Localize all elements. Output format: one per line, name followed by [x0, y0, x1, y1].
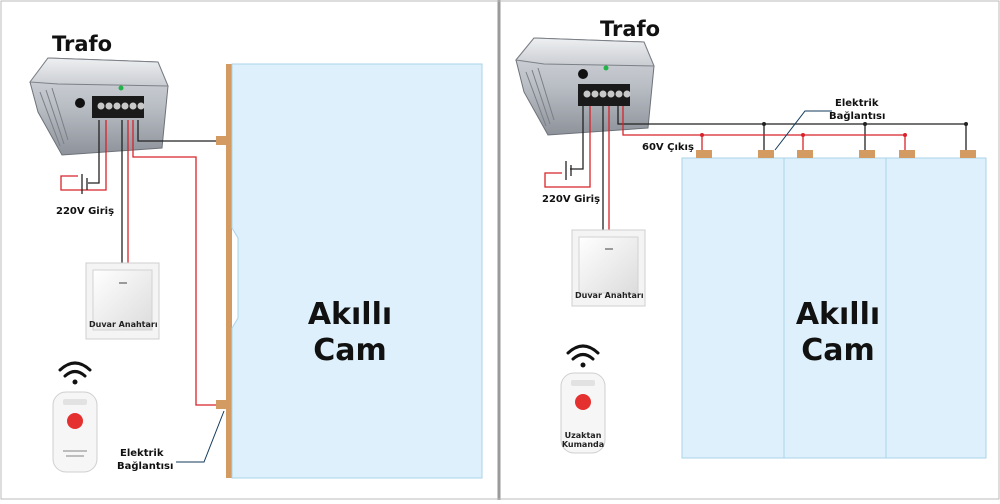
- right-smart-glass: [681, 157, 987, 459]
- left-busbar: [216, 64, 232, 478]
- wall-switch-icon: [85, 262, 160, 340]
- remote-control-icon: [52, 391, 98, 473]
- right-title: Trafo: [600, 17, 660, 41]
- left-glass-label-2: Cam: [313, 333, 387, 368]
- left-input-label: 220V Giriş: [56, 206, 114, 217]
- left-panel: Trafo 220V Giriş: [29, 32, 483, 479]
- right-remote-label-2: Kumanda: [562, 440, 604, 449]
- right-glass-label-1: Akıllı: [796, 297, 880, 332]
- right-connection-label-2: Bağlantısı: [829, 110, 885, 122]
- left-glass-label-1: Akıllı: [308, 297, 392, 332]
- transformer-icon: [515, 37, 655, 136]
- input-wires: [60, 120, 107, 194]
- left-connection-pointer: [176, 410, 225, 463]
- left-switch-label: Duvar Anahtarı: [89, 320, 158, 329]
- left-connection-label-1: Elektrik: [120, 448, 164, 459]
- left-connection-label-2: Bağlantısı: [117, 460, 173, 472]
- right-panel: Trafo 220V Giriş: [515, 17, 987, 459]
- left-title: Trafo: [52, 32, 112, 56]
- glass-panel-3: [885, 157, 987, 459]
- left-smart-glass: [231, 63, 483, 479]
- wall-switch-icon: [571, 229, 646, 307]
- wifi-icon: [566, 344, 600, 368]
- wifi-icon: [58, 361, 92, 385]
- remote-control-icon: [560, 372, 606, 454]
- output-wire-black: [137, 120, 220, 142]
- right-connection-pointer: [774, 110, 832, 151]
- input-wires: [544, 106, 591, 188]
- right-connection-label-1: Elektrik: [835, 98, 879, 109]
- glass-panel-2: [783, 157, 887, 459]
- right-switch-label: Duvar Anahtarı: [575, 291, 644, 300]
- output-bus-wires: [617, 106, 968, 150]
- right-glass-label-2: Cam: [801, 333, 875, 368]
- right-busbar-tabs: [696, 150, 976, 158]
- right-input-label: 220V Giriş: [542, 194, 600, 205]
- output-wire-red: [132, 120, 220, 406]
- right-remote-label-1: Uzaktan: [565, 431, 602, 440]
- right-output-label: 60V Çıkış: [642, 142, 694, 153]
- glass-panel-1: [681, 157, 785, 459]
